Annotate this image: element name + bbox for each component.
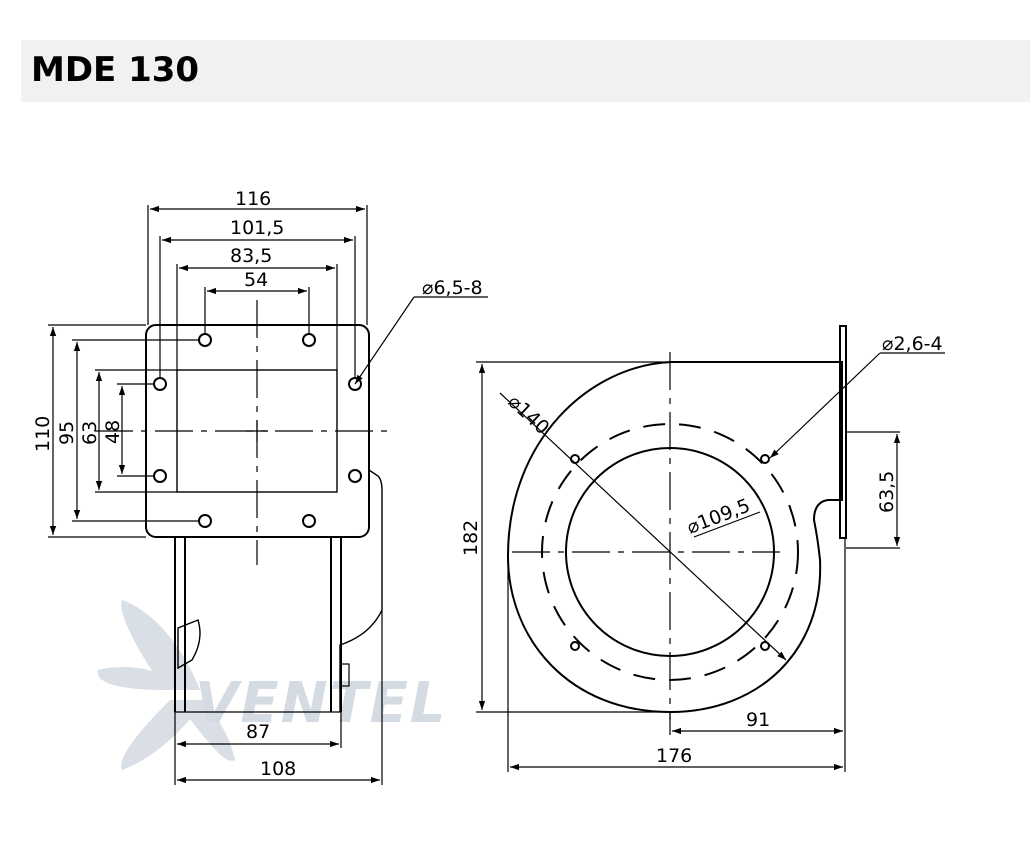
volute-housing <box>506 361 843 714</box>
flange-hole <box>570 454 580 464</box>
dim-offset-91: 91 <box>746 709 770 731</box>
leader-line <box>499 392 787 661</box>
dim-width-116: 116 <box>235 188 271 210</box>
dim-height-110: 110 <box>32 416 54 452</box>
dim-width-54: 54 <box>244 269 268 291</box>
front-view: 116 101,5 83,5 54 110 95 63 48 ⌀6,5 <box>32 188 488 785</box>
page-title: MDE 130 <box>31 50 200 90</box>
leader-line <box>354 296 415 385</box>
side-view: ⌀140 ⌀109,5 ⌀2,6-4 182 63,5 91 176 <box>460 325 945 772</box>
mounting-hole <box>153 377 167 391</box>
hole-label: ⌀6,5-8 <box>422 277 483 299</box>
mounting-hole <box>302 333 316 347</box>
mounting-hole <box>348 469 362 483</box>
cable-clip <box>177 619 201 670</box>
leader-line <box>769 352 881 459</box>
dim-width-101: 101,5 <box>230 217 284 239</box>
title-bar: MDE 130 <box>21 40 1030 102</box>
mounting-hole <box>153 469 167 483</box>
dim-width-83: 83,5 <box>230 245 272 267</box>
flange-hole <box>760 641 770 651</box>
flange-hole <box>570 641 580 651</box>
hole-label-side: ⌀2,6-4 <box>882 333 943 355</box>
watermark-text: VENTEL <box>195 671 448 736</box>
diam-109-label: ⌀109,5 <box>684 495 753 539</box>
mounting-hole <box>302 514 316 528</box>
dim-bottom-108: 108 <box>260 758 296 780</box>
dim-outlet-63: 63,5 <box>876 471 898 513</box>
dim-height-63: 63 <box>79 421 101 445</box>
dim-width-176: 176 <box>656 745 692 767</box>
dim-height-182: 182 <box>460 520 482 556</box>
flange-hole <box>760 454 770 464</box>
mounting-hole <box>198 333 212 347</box>
mounting-hole <box>198 514 212 528</box>
dim-height-95: 95 <box>56 421 78 445</box>
connector <box>340 663 350 687</box>
motor-body <box>339 469 383 712</box>
dim-height-48: 48 <box>102 420 124 444</box>
dim-bottom-87: 87 <box>246 721 270 743</box>
